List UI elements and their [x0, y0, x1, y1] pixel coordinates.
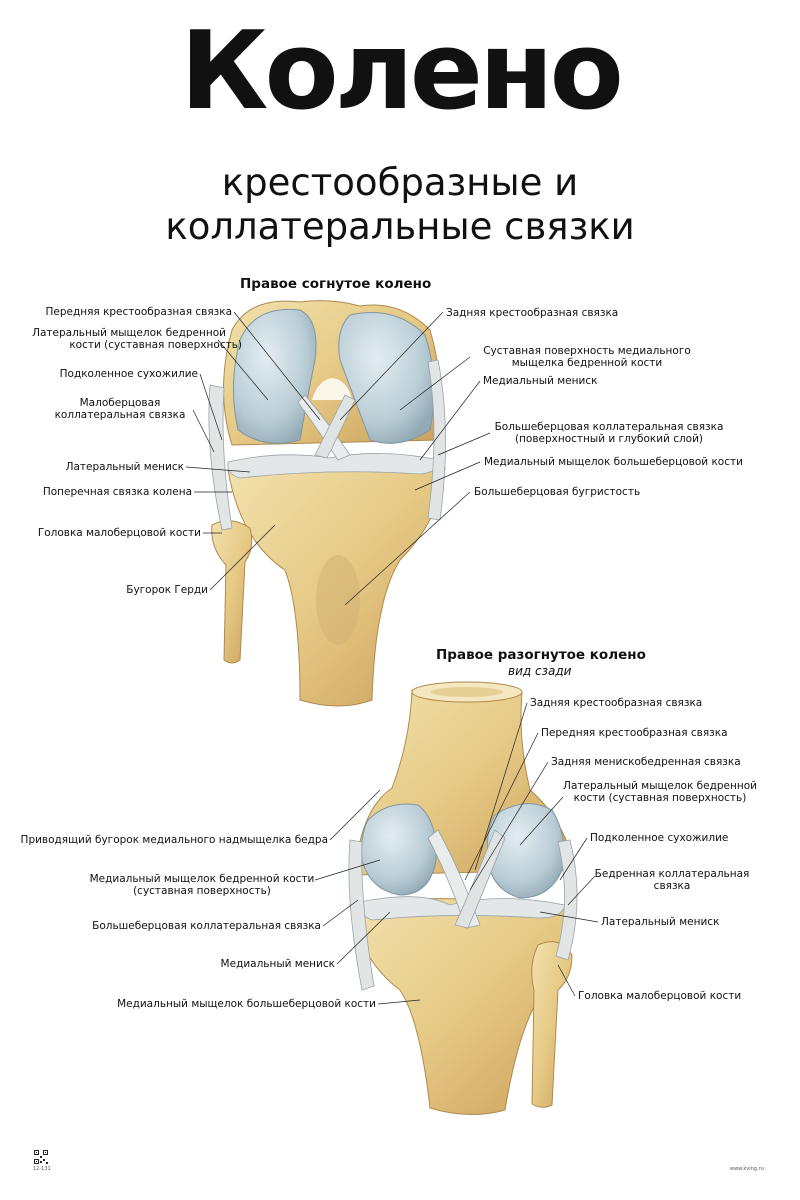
- extended-knee-subtitle: вид сзади: [508, 664, 572, 678]
- label-ext-post-menisco: Задняя менискобедренная связка: [551, 756, 741, 768]
- label-ext-lat-fem-1: Латеральный мыщелок бедренной: [563, 780, 757, 792]
- label-ext-tib-coll: Большеберцовая коллатеральная связка: [92, 920, 321, 932]
- website-url: www.kving.ru: [730, 1166, 764, 1172]
- label-flexed-med-tib-condyle: Медиальный мыщелок большеберцовой кости: [484, 456, 743, 468]
- label-ext-med-tib: Медиальный мыщелок большеберцовой кости: [117, 998, 376, 1010]
- label-ext-acl: Передняя крестообразная связка: [541, 727, 728, 739]
- label-ext-adductor: Приводящий бугорок медиального надмыщелк…: [20, 834, 328, 846]
- label-flexed-transverse: Поперечная связка колена: [42, 486, 192, 498]
- label-ext-fib-coll-2: связка: [653, 880, 691, 892]
- label-flexed-med-surface-2: мыщелка бедренной кости: [511, 357, 663, 369]
- label-ext-lat-fem-2: кости (суставная поверхность): [573, 792, 747, 804]
- extended-knee-title: Правое разогнутое колено: [436, 647, 646, 663]
- page-title: Колено: [180, 9, 624, 134]
- label-flexed-med-meniscus: Медиальный мениск: [483, 375, 598, 387]
- label-flexed-popliteus: Подколенное сухожилие: [59, 368, 198, 380]
- label-ext-fibula-head: Головка малоберцовой кости: [578, 990, 742, 1002]
- page-subtitle-line-1: крестообразные и: [221, 161, 579, 204]
- flexed-leader-lines: [185, 311, 491, 606]
- label-flexed-fibula-head: Головка малоберцовой кости: [37, 527, 201, 539]
- label-ext-pcl: Задняя крестообразная связка: [530, 697, 703, 709]
- flexed-knee-drawing: [208, 300, 446, 707]
- label-flexed-tib-coll-2: (поверхностный и глубокий слой): [514, 433, 704, 445]
- label-flexed-fib-coll-2: коллатеральная связка: [54, 409, 186, 421]
- label-ext-fib-coll-1: Бедренная коллатеральная: [594, 868, 750, 880]
- qr-code-icon: [34, 1150, 48, 1164]
- flexed-knee-title: Правое согнутое колено: [240, 276, 432, 292]
- label-flexed-lat-meniscus: Латеральный мениск: [65, 461, 184, 473]
- label-ext-med-fem-1: Медиальный мыщелок бедренной кости: [89, 873, 315, 885]
- label-flexed-pcl: Задняя крестообразная связка: [446, 307, 619, 319]
- label-flexed-tib-coll-1: Большеберцовая коллатеральная связка: [494, 421, 724, 433]
- label-ext-lat-meniscus: Латеральный мениск: [601, 916, 720, 928]
- label-flexed-lat-condyle-2: кости (суставная поверхность): [69, 339, 242, 351]
- label-ext-med-fem-2: (суставная поверхность): [133, 885, 271, 897]
- label-ext-popliteus: Подколенное сухожилие: [590, 832, 729, 844]
- label-flexed-med-surface-1: Суставная поверхность медиального: [483, 345, 691, 357]
- label-flexed-fib-coll-1: Малоберцовая: [79, 397, 161, 409]
- label-flexed-gerdy: Бугорок Герди: [126, 584, 208, 596]
- label-flexed-acl: Передняя крестообразная связка: [45, 306, 232, 318]
- extended-knee-drawing: [348, 681, 578, 1116]
- label-flexed-lat-condyle-1: Латеральный мыщелок бедренной: [32, 327, 226, 339]
- label-flexed-tuberosity: Большеберцовая бугристость: [474, 486, 641, 498]
- page-subtitle-line-2: коллатеральные связки: [165, 205, 635, 248]
- extended-leader-lines: [314, 702, 599, 1005]
- poster-code: 12-131: [33, 1166, 51, 1172]
- label-ext-med-meniscus: Медиальный мениск: [220, 958, 335, 970]
